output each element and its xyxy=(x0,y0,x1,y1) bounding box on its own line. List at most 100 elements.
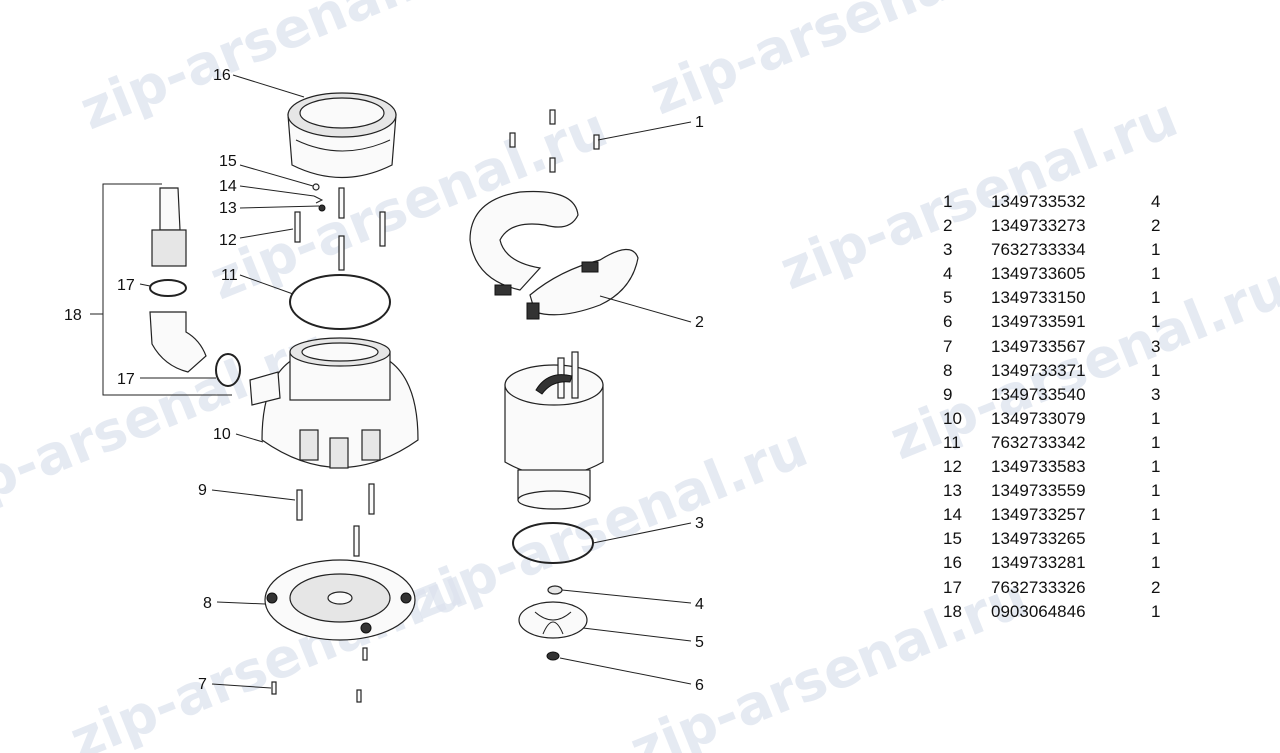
part-number: 17 xyxy=(943,577,962,597)
callout-4: 4 xyxy=(695,596,704,613)
table-row: 10 1349733079 1 xyxy=(943,407,1181,431)
part-number: 9 xyxy=(943,384,953,404)
callout-9: 9 xyxy=(198,482,207,499)
part-number: 13 xyxy=(943,481,962,501)
part-code: 1349733532 xyxy=(991,192,1086,211)
part-quantity: 3 xyxy=(1151,384,1161,404)
part-code: 7632733334 xyxy=(991,240,1086,260)
part-code: 1349733265 xyxy=(991,529,1086,549)
table-row: 3 7632733334 1 xyxy=(943,238,1181,262)
callout-18: 18 xyxy=(64,307,82,324)
part-1-screws xyxy=(509,109,600,173)
part-2-clamp xyxy=(469,190,639,320)
part-7-screws xyxy=(271,647,368,703)
part-4-washer xyxy=(547,585,563,595)
table-row: 18 0903064846 1 xyxy=(943,600,1181,624)
callout-17a: 17 xyxy=(117,277,135,294)
table-row: 15 1349733265 1 xyxy=(943,527,1181,551)
part-quantity: 1 xyxy=(1151,264,1161,284)
part-code: 1349733540 xyxy=(991,384,1086,404)
part-number: 12 xyxy=(943,457,962,477)
callout-14: 14 xyxy=(219,178,237,195)
part-number: 4 xyxy=(943,264,953,284)
part-code: 1349733257 xyxy=(991,505,1086,525)
callout-15: 15 xyxy=(219,153,237,170)
table-row: 11 7632733342 1 xyxy=(943,431,1181,455)
callout-7: 7 xyxy=(198,676,207,693)
table-row: 7 1349733567 3 xyxy=(943,335,1181,359)
part-6-nut xyxy=(546,651,560,661)
part-number: 18 xyxy=(943,601,962,621)
callout-labels: 1 2 3 4 5 6 7 8 9 10 11 12 13 14 15 16 1… xyxy=(64,67,704,694)
part-code: 1349733150 xyxy=(991,288,1086,308)
callout-16: 16 xyxy=(213,67,231,84)
part-code: 1349733605 xyxy=(991,264,1086,284)
part-code: 0903064846 xyxy=(991,601,1086,621)
callout-2: 2 xyxy=(695,314,704,331)
part-5-impeller xyxy=(518,601,588,639)
table-row: 4 1349733605 1 xyxy=(943,262,1181,286)
part-number: 1 xyxy=(943,192,953,211)
part-9-rods xyxy=(296,483,375,557)
part-number: 15 xyxy=(943,529,962,549)
part-quantity: 2 xyxy=(1151,577,1161,597)
leader-lines xyxy=(139,74,692,689)
part-number: 16 xyxy=(943,553,962,573)
part-8-base xyxy=(264,559,416,641)
part-number: 10 xyxy=(943,408,962,428)
part-16-top-cap xyxy=(287,92,397,178)
table-row: 12 1349733583 1 xyxy=(943,455,1181,479)
part-code: 7632733342 xyxy=(991,432,1086,452)
part-quantity: 1 xyxy=(1151,601,1161,621)
part-quantity: 4 xyxy=(1151,192,1161,211)
part-code: 7632733326 xyxy=(991,577,1086,597)
table-row: 17 7632733326 2 xyxy=(943,576,1181,600)
callout-12: 12 xyxy=(219,232,237,249)
part-number: 8 xyxy=(943,360,953,380)
part-quantity: 3 xyxy=(1151,336,1161,356)
part-number: 11 xyxy=(943,432,961,452)
part-code: 1349733567 xyxy=(991,336,1086,356)
callout-8: 8 xyxy=(203,595,212,612)
part-code: 1349733079 xyxy=(991,408,1086,428)
part-11-o-ring xyxy=(289,274,391,330)
watermark: zip-arsenal.ru xyxy=(641,0,1056,127)
part-number: 3 xyxy=(943,240,953,260)
part-code: 1349733591 xyxy=(991,312,1086,332)
part-quantity: 1 xyxy=(1151,288,1161,308)
part-quantity: 1 xyxy=(1151,240,1161,260)
part-quantity: 1 xyxy=(1151,553,1161,573)
table-row: 9 1349733540 3 xyxy=(943,383,1181,407)
table-row: 1 1349733532 4 xyxy=(943,190,1181,214)
part-quantity: 1 xyxy=(1151,529,1161,549)
motor-unit xyxy=(504,351,604,510)
callout-17b: 17 xyxy=(117,371,135,388)
part-code: 1349733273 xyxy=(991,216,1086,236)
callout-3: 3 xyxy=(695,515,704,532)
watermark: zip-arsenal.ru xyxy=(61,556,476,753)
callout-11: 11 xyxy=(221,267,238,284)
watermark: zip-arsenal.ru xyxy=(71,0,486,142)
part-quantity: 1 xyxy=(1151,457,1161,477)
callout-5: 5 xyxy=(695,634,704,651)
callout-10: 10 xyxy=(213,426,231,443)
part-number: 6 xyxy=(943,312,953,332)
callout-6: 6 xyxy=(695,677,704,694)
part-13-nut xyxy=(318,204,326,212)
part-number: 14 xyxy=(943,505,962,525)
part-10-housing xyxy=(249,337,419,469)
part-12-rods xyxy=(294,187,386,271)
part-quantity: 1 xyxy=(1151,408,1161,428)
callout-13: 13 xyxy=(219,200,237,217)
part-code: 1349733583 xyxy=(991,457,1086,477)
part-number: 7 xyxy=(943,336,953,356)
part-15-ball xyxy=(312,183,320,191)
part-quantity: 1 xyxy=(1151,432,1161,452)
